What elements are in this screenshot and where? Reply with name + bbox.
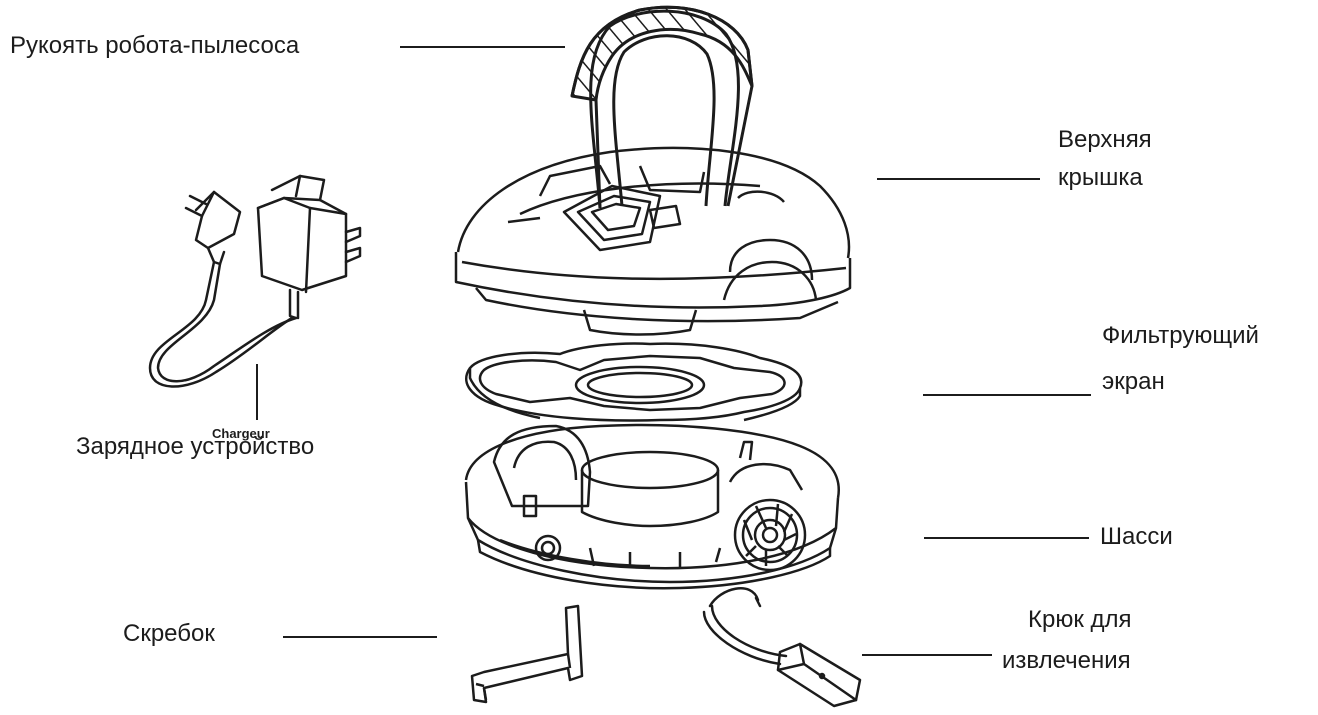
- leader-line-handle: [400, 46, 565, 48]
- charger-illustration: [148, 174, 362, 388]
- scraper-label: Скребок: [123, 620, 215, 647]
- charger-label: Зарядное устройство: [76, 433, 315, 460]
- charger-small-label: Chargeur: [212, 426, 270, 441]
- hook-label-line2: извлечения: [1002, 647, 1131, 674]
- top-cover-label-line1: Верхняя: [1058, 126, 1152, 153]
- leader-line-hook: [862, 654, 992, 656]
- filter-screen-illustration: [465, 342, 803, 422]
- top-cover-illustration: [454, 146, 852, 336]
- scraper-illustration: [470, 604, 584, 704]
- filter-label-line1: Фильтрующий: [1102, 322, 1259, 349]
- filter-label-line2: экран: [1102, 368, 1165, 395]
- leader-line-scraper: [283, 636, 437, 638]
- hook-label-line1: Крюк для: [1028, 606, 1132, 633]
- leader-line-filter: [923, 394, 1091, 396]
- top-cover-label-line2: крышка: [1058, 164, 1143, 191]
- chassis-label: Шасси: [1100, 523, 1173, 550]
- chassis-illustration: [464, 423, 840, 590]
- handle-label: Рукоять робота-пылесоса: [10, 32, 300, 59]
- hook-illustration: [702, 587, 862, 708]
- leader-line-charger: [256, 364, 258, 420]
- handle-illustration: [570, 5, 754, 209]
- leader-line-chassis: [924, 537, 1089, 539]
- leader-line-top-cover: [877, 178, 1040, 180]
